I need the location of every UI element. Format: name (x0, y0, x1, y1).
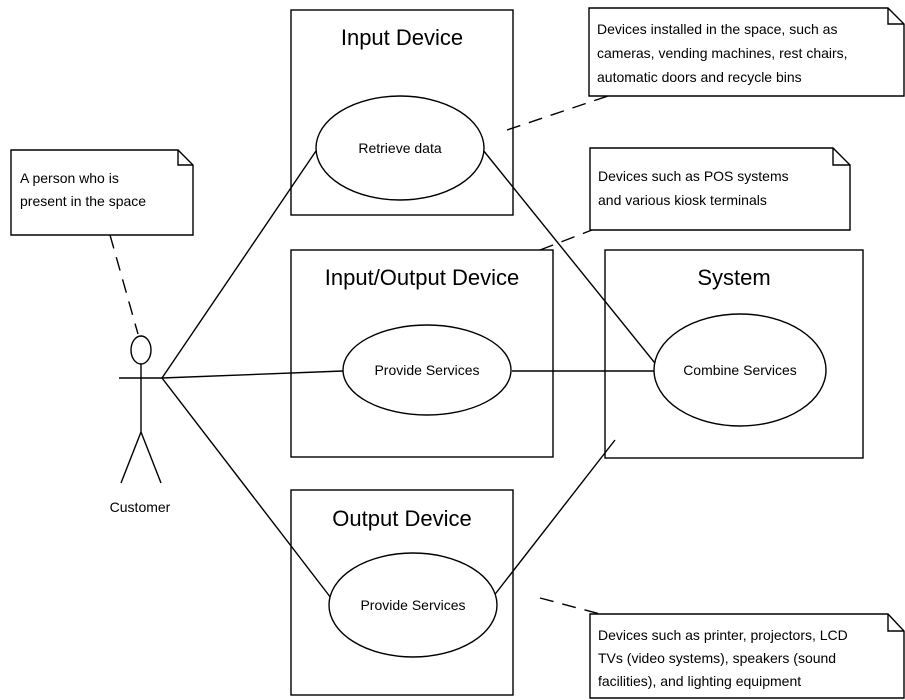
use-case-combine-services-label: Combine Services (683, 362, 797, 378)
assoc-customer-provide-out (161, 377, 332, 599)
anchor-output-note (539, 597, 601, 615)
input-output-device-title: Input/Output Device (325, 265, 519, 290)
note-output-device: Devices such as printer, projectors, LCD… (589, 613, 905, 699)
use-case-retrieve-data-label: Retrieve data (358, 140, 441, 156)
actor-right-leg (140, 431, 162, 484)
note-output-line-3: facilities), and lighting equipment (598, 673, 801, 689)
note-person-line-2: present in the space (20, 193, 146, 209)
note-output-line-2: TVs (video systems), speakers (sound (598, 650, 836, 666)
use-case-provide-services-io-label: Provide Services (374, 362, 479, 378)
note-input-line-3: automatic doors and recycle bins (597, 69, 802, 85)
note-io-line-1: Devices such as POS systems (598, 168, 789, 184)
customer-actor: Customer (110, 335, 171, 515)
use-case-provide-services-output: Provide Services (328, 552, 498, 658)
note-io-device: Devices such as POS systems and various … (589, 147, 851, 231)
anchor-person-note (109, 234, 139, 335)
use-case-provide-services-output-label: Provide Services (360, 597, 465, 613)
assoc-retrieve-combine (482, 149, 676, 389)
anchor-input-note (506, 95, 609, 131)
note-output-line-1: Devices such as printer, projectors, LCD (598, 627, 848, 643)
assoc-provide-out-combine (488, 439, 616, 603)
system-title: System (697, 265, 770, 290)
use-case-combine-services: Combine Services (653, 313, 827, 427)
note-input-line-2: cameras, vending machines, rest chairs, (597, 45, 848, 61)
input-device-title: Input Device (341, 25, 463, 50)
note-person: A person who is present in the space (10, 149, 194, 236)
assoc-customer-retrieve (161, 147, 319, 379)
actor-head (130, 335, 152, 365)
output-device-title: Output Device (332, 506, 471, 531)
assoc-customer-provide-io (161, 370, 344, 379)
note-input-line-1: Devices installed in the space, such as (597, 21, 837, 37)
use-case-retrieve-data: Retrieve data (315, 95, 485, 201)
use-case-provide-services-io: Provide Services (342, 324, 512, 416)
actor-label: Customer (110, 499, 171, 515)
anchor-io-note (539, 229, 593, 251)
note-person-line-1: A person who is (20, 170, 119, 186)
note-input-device: Devices installed in the space, such as … (588, 7, 905, 97)
actor-left-leg (120, 431, 142, 484)
note-io-line-2: and various kiosk terminals (598, 192, 767, 208)
